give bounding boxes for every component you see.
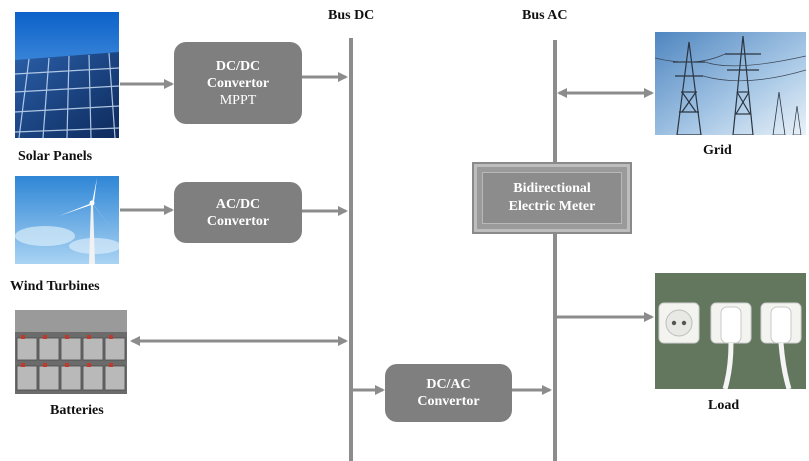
wind-turbines-label: Wind Turbines xyxy=(10,279,100,294)
load-label: Load xyxy=(708,398,740,413)
bidirectional-meter-box: Bidirectional Electric Meter xyxy=(472,162,632,234)
bus-dc-label: Bus DC xyxy=(328,8,375,23)
dcac-convertor-line1: DC/AC xyxy=(426,377,471,392)
dcdc-convertor-line3: MPPT xyxy=(219,92,257,108)
dcdc-convertor-line1: DC/DC xyxy=(215,58,261,74)
bus-ac-label: Bus AC xyxy=(522,8,568,23)
acdc-convertor-line2: Convertor xyxy=(206,213,270,229)
solar-panels-label: Solar Panels xyxy=(18,149,93,164)
solar-panels-image xyxy=(15,12,119,138)
wind-turbines-image xyxy=(15,176,119,264)
acdc-convertor-line1: AC/DC xyxy=(215,196,261,212)
dcdc-convertor-box: DC/DC Convertor MPPT xyxy=(174,42,302,124)
batteries-image xyxy=(15,310,127,394)
load-image xyxy=(655,273,806,389)
dcac-convertor-line2: Convertor xyxy=(417,394,480,409)
grid-label: Grid xyxy=(703,143,732,158)
bidirectional-meter-inner: Bidirectional Electric Meter xyxy=(482,172,622,224)
batteries-label: Batteries xyxy=(50,403,104,418)
meter-line2: Electric Meter xyxy=(508,199,596,214)
grid-image xyxy=(655,32,806,135)
dcac-convertor-box: DC/AC Convertor xyxy=(385,364,512,422)
meter-line1: Bidirectional xyxy=(513,181,591,196)
acdc-convertor-box: AC/DC Convertor xyxy=(174,182,302,243)
dcdc-convertor-line2: Convertor xyxy=(206,75,270,91)
